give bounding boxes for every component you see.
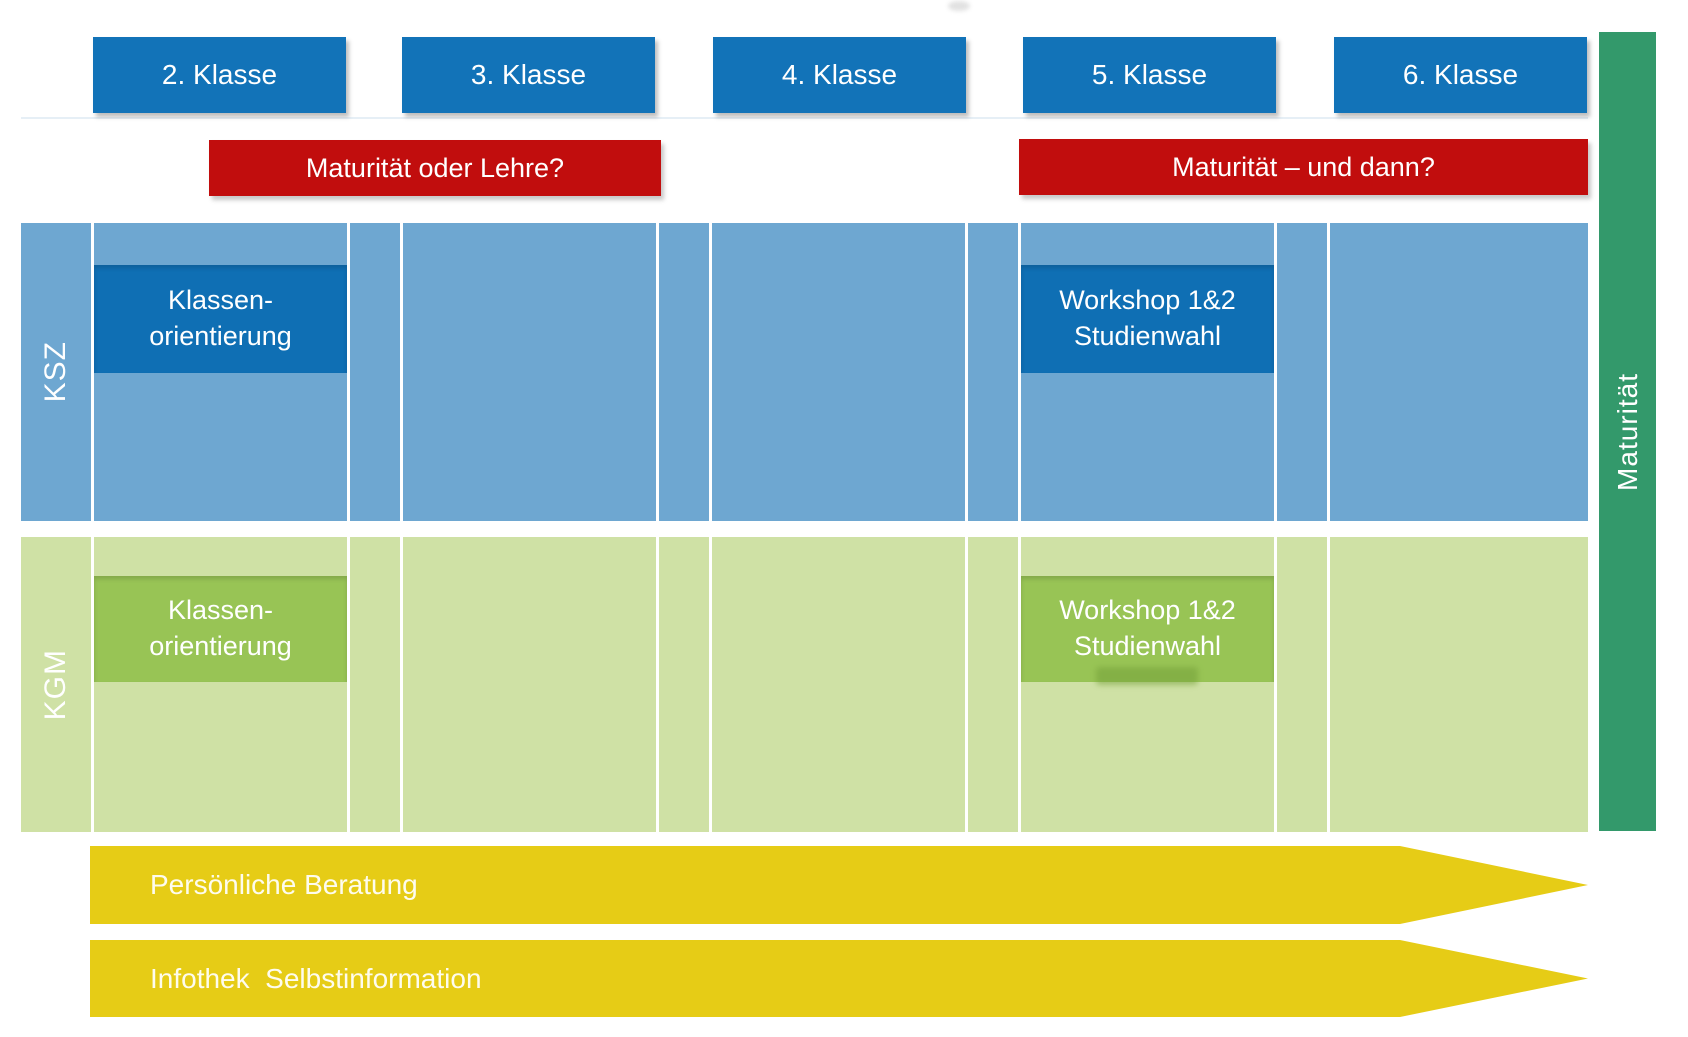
kgm-gap-4 [1277,537,1327,832]
ksz-gap-1 [350,223,400,521]
kgm-cell-klasse6 [1330,537,1588,832]
event-line: orientierung [149,631,292,661]
kgm-row-header: KGM [21,537,91,832]
ksz-cell-klasse2: Klassen- orientierung [94,223,347,521]
ksz-row: KSZ Klassen- orientierung Workshop 1&2 S… [21,223,1588,521]
kgm-cell-klasse2: Klassen- orientierung [94,537,347,832]
maturitaet-bar: Maturität [1599,32,1656,831]
banner-maturitaet-oder-lehre: Maturität oder Lehre? [209,140,661,196]
header-klasse-2: 2. Klasse [93,37,346,113]
ksz-cell-klasse3 [403,223,656,521]
kgm-gap-3 [968,537,1018,832]
kgm-klassenorientierung-box: Klassen- orientierung [94,576,347,682]
kgm-cell-klasse4 [712,537,965,832]
banner-maturitaet-und-dann: Maturität – und dann? [1019,139,1588,195]
maturitaet-bar-label: Maturität [1611,372,1643,491]
header-klasse-3: 3. Klasse [402,37,655,113]
smudge-artifact-top [948,1,970,11]
event-line: Klassen- [167,595,274,626]
arrow-label: Infothek Selbstinformation [150,962,482,994]
event-line: Studienwahl [1073,321,1222,351]
header-klasse-4: 4. Klasse [713,37,966,113]
event-line: Klassen- [167,285,274,316]
kgm-cell-klasse5: Workshop 1&2 Studienwahl [1021,537,1274,832]
arrow-infothek-selbstinformation: Infothek Selbstinformation [90,940,1588,1017]
event-line: Workshop 1&2 [1059,595,1236,626]
smudge-artifact-kgm [1096,667,1198,685]
ksz-row-header: KSZ [21,223,91,521]
event-line: orientierung [149,321,292,351]
event-line: Workshop 1&2 [1059,285,1236,316]
kgm-label: KGM [39,648,72,721]
ksz-cell-klasse5: Workshop 1&2 Studienwahl [1021,223,1274,521]
arrow-label: Persönliche Beratung [150,869,418,900]
ksz-cell-klasse6 [1330,223,1588,521]
ksz-gap-3 [968,223,1018,521]
header-klasse-5: 5. Klasse [1023,37,1276,113]
ksz-gap-4 [1277,223,1327,521]
faint-divider-line [21,117,1588,119]
ksz-klassenorientierung-box: Klassen- orientierung [94,265,347,373]
arrow-persoenliche-beratung: Persönliche Beratung [90,846,1588,924]
ksz-workshop-box: Workshop 1&2 Studienwahl [1021,265,1274,373]
ksz-cell-klasse4 [712,223,965,521]
header-klasse-6: 6. Klasse [1334,37,1587,113]
kgm-gap-1 [350,537,400,832]
kgm-row: KGM Klassen- orientierung Workshop 1&2 S… [21,537,1588,832]
ksz-label: KSZ [39,341,72,403]
kgm-workshop-box: Workshop 1&2 Studienwahl [1021,576,1274,682]
kgm-cell-klasse3 [403,537,656,832]
event-line: Studienwahl [1073,631,1222,661]
kgm-gap-2 [659,537,709,832]
ksz-gap-2 [659,223,709,521]
